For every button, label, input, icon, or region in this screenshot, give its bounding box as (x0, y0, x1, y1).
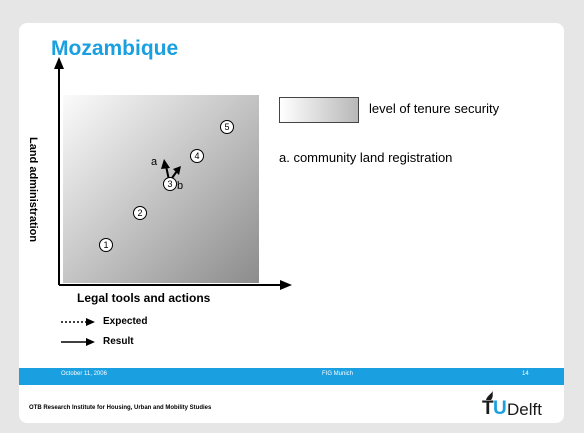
arrow-to-a-head (161, 159, 170, 169)
key-expected-arrowhead (86, 318, 95, 326)
legend-gradient-swatch (279, 97, 359, 123)
node-4: 4 (190, 149, 204, 163)
node-5: 5 (220, 120, 234, 134)
tudelft-logo: T U Delft (476, 390, 556, 420)
node-3: 3 (163, 177, 177, 191)
footer-event: FIG Munich (322, 371, 354, 377)
legend-label: level of tenure security (369, 101, 500, 116)
logo-letter-u: U (493, 398, 507, 419)
flame-icon (486, 391, 493, 400)
key-result-arrowhead (86, 338, 95, 346)
node-1: 1 (99, 238, 113, 252)
note-community-registration: a. community land registration (279, 150, 453, 165)
logo-word-delft: Delft (507, 400, 542, 419)
y-axis-label: Land administration (27, 137, 39, 243)
x-axis-arrowhead (280, 280, 292, 290)
diagram-axes (54, 57, 292, 346)
institute-name: OTB Research Institute for Housing, Urba… (29, 405, 212, 411)
point-a-label: a (151, 156, 158, 168)
arrow-to-b-head (173, 166, 181, 175)
x-axis-label: Legal tools and actions (77, 291, 211, 305)
footer-page-number: 14 (522, 371, 529, 377)
key-expected-label: Expected (103, 316, 148, 327)
footer-date: October 11, 2006 (61, 371, 107, 377)
node-2: 2 (133, 206, 147, 220)
point-b-label: b (177, 180, 184, 192)
key-result-label: Result (103, 336, 134, 347)
y-axis-arrowhead (54, 57, 64, 69)
slide-title: Mozambique (51, 37, 179, 60)
logo-letter-t: T (482, 398, 494, 419)
footer-band: October 11, 2006 FIG Munich 14 (19, 368, 564, 385)
slide: Mozambique Land administration Legal too… (19, 23, 564, 423)
